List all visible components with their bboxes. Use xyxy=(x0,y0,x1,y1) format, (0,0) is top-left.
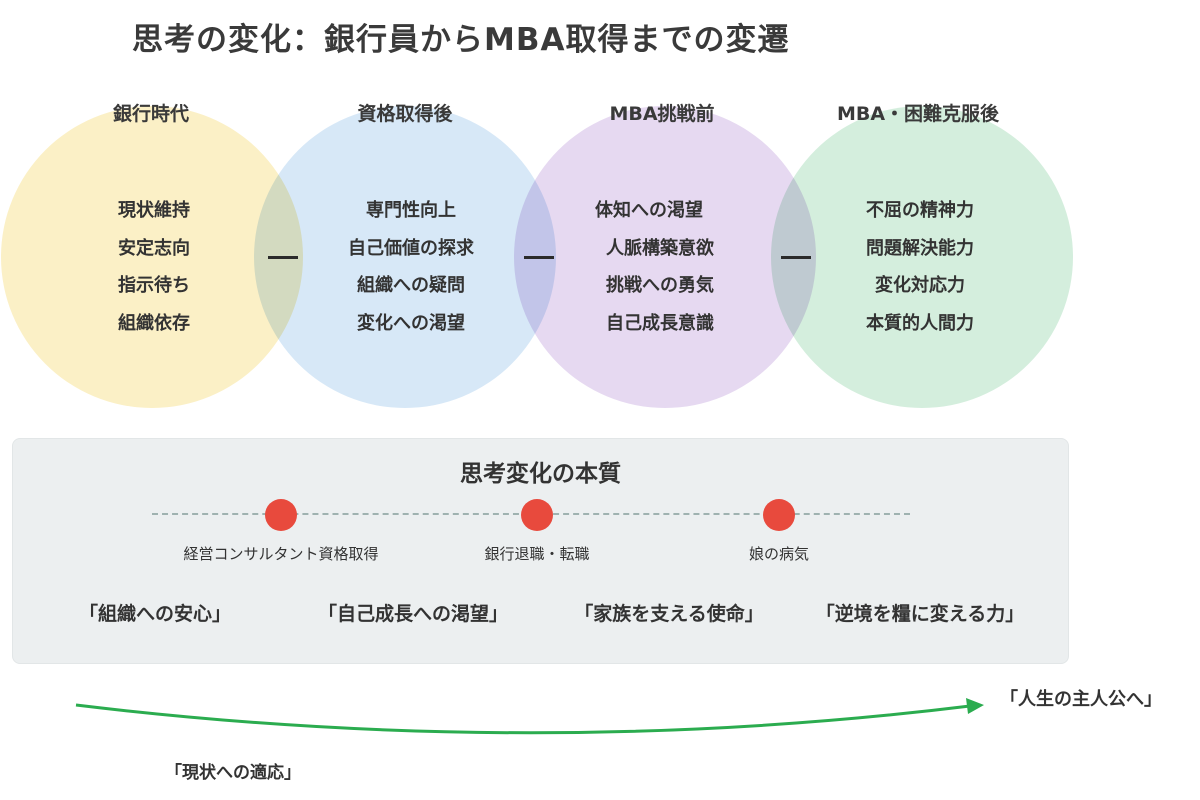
stage-title-banking: 銀行時代 xyxy=(112,103,189,125)
theme-label: 「逆境を糧に変える力」 xyxy=(815,603,1025,625)
stage-traits-pre-mba: 体知への渇望 人脈構築意欲 挑戦への勇気 自己成長意識 xyxy=(530,192,790,342)
essence-title: 思考変化の本質 xyxy=(460,461,621,487)
trait: 変化対応力 xyxy=(875,275,965,296)
trait: 指示待ち xyxy=(118,275,190,296)
event-label-certification: 経営コンサルタント資格取得 xyxy=(183,545,379,563)
theme-label: 「自己成長への渇望」 xyxy=(317,603,508,625)
trait: 問題解決能力 xyxy=(866,237,974,259)
trait: 変化への渇望 xyxy=(357,312,465,334)
stage-title-certification: 資格取得後 xyxy=(357,103,453,125)
stage-circle-pre-mba xyxy=(514,106,816,408)
trait: 体知への渇望 xyxy=(595,200,703,221)
stage-traits-post-mba: 不屈の精神力 問題解決能力 変化対応力 本質的人間力 xyxy=(790,192,1050,342)
trait: 自己価値の探求 xyxy=(348,237,474,259)
diagram-title: 思考の変化：銀行員からMBA取得までの変遷 xyxy=(132,22,790,58)
theme-label: 「組織への安心」 xyxy=(78,603,231,625)
trait: 安定志向 xyxy=(118,237,190,259)
trait: 組織依存 xyxy=(118,312,190,334)
stage-title-pre-mba: MBA挑戦前 xyxy=(609,103,715,125)
trait: 組織への疑問 xyxy=(357,275,465,296)
trait: 自己成長意識 xyxy=(606,312,714,334)
stage-circle-post-mba xyxy=(771,106,1073,408)
trait: 挑戦への勇気 xyxy=(606,275,714,296)
event-label-daughter-illness: 娘の病気 xyxy=(748,545,809,563)
event-marker xyxy=(763,499,795,531)
stage-traits-banking: 現状維持 安定志向 指示待ち 組織依存 xyxy=(24,192,284,342)
event-marker xyxy=(521,499,553,531)
trait: 本質的人間力 xyxy=(866,312,974,334)
journey-end-label: 「人生の主人公へ」 xyxy=(1000,689,1162,710)
event-label-career-change: 銀行退職・転職 xyxy=(484,545,590,563)
stage-title-post-mba: MBA・困難克服後 xyxy=(836,103,1000,125)
event-marker xyxy=(265,499,297,531)
stage-circle-certification xyxy=(254,106,556,408)
connector-dash xyxy=(268,256,298,259)
trait: 不屈の精神力 xyxy=(866,200,974,221)
connector-dash xyxy=(781,256,811,259)
journey-arrow-head xyxy=(966,698,984,714)
connector-dash xyxy=(524,256,554,259)
stage-circle-banking xyxy=(1,106,303,408)
trait: 人脈構築意欲 xyxy=(606,237,714,259)
essence-panel xyxy=(12,438,1069,664)
journey-arrow-curve xyxy=(75,703,971,735)
theme-label: 「家族を支える使命」 xyxy=(574,603,764,625)
journey-start-label: 「現状への適応」 xyxy=(165,763,301,783)
trait: 専門性向上 xyxy=(366,200,456,221)
trait: 現状維持 xyxy=(118,200,190,221)
stage-traits-certification: 専門性向上 自己価値の探求 組織への疑問 変化への渇望 xyxy=(281,192,541,342)
